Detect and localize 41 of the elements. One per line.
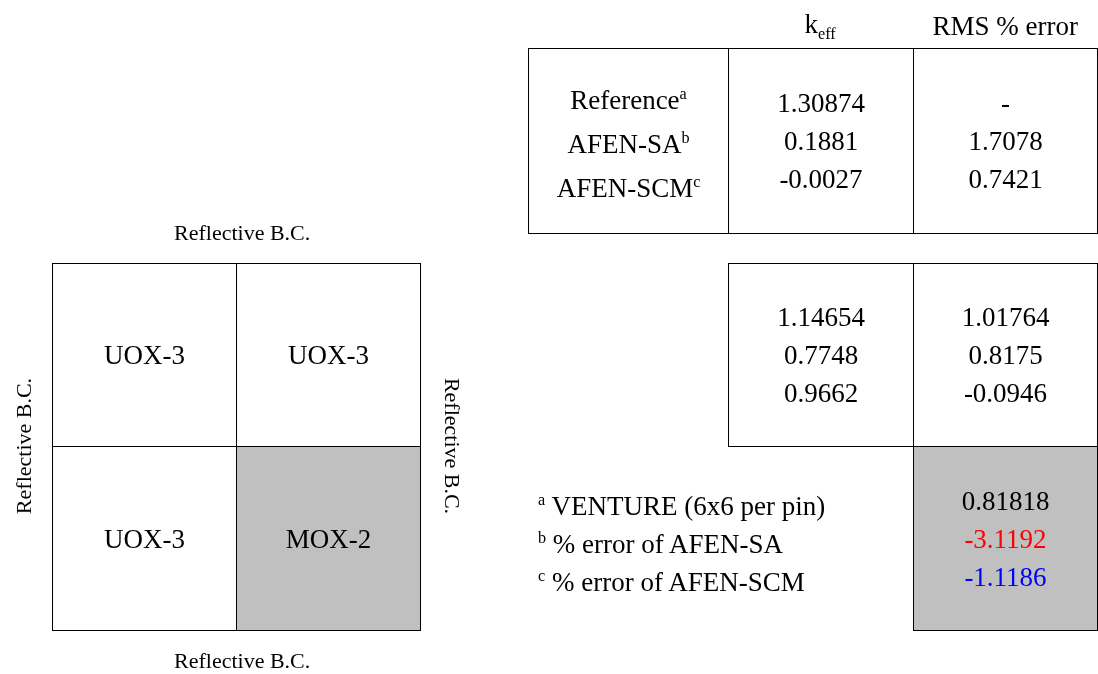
cell-text: 1.01764 (961, 301, 1050, 334)
footnote: $^{b}$ % error of AFEN-SA (538, 528, 784, 560)
cell-text: UOX-3 (104, 522, 185, 556)
column-header: RMS % error (932, 10, 1078, 42)
cell-text: 0.9662 (783, 377, 859, 410)
cell-text: UOX-3 (104, 339, 185, 372)
table-cell (913, 48, 1098, 234)
boundary-label: Reflective B.C. (174, 647, 311, 674)
cell-text: UOX-3 (288, 339, 369, 372)
cell-text: AFEN-SA$^{b}$ (567, 128, 690, 161)
cell-text: 0.8175 (968, 339, 1043, 372)
cell-text: 0.1881 (783, 125, 859, 158)
table-cell (728, 48, 914, 234)
assembly-quadrant (52, 446, 237, 631)
assembly-quadrant (52, 263, 237, 447)
cell-text: 0.7421 (968, 163, 1043, 196)
footnote: $^{a}$ VENTURE (6x6 per pin) (538, 490, 826, 522)
cell-text: -1.1186 (964, 560, 1047, 594)
cell-text: 1.7078 (968, 125, 1043, 158)
cell-text: 1.30874 (777, 87, 865, 120)
boundary-label: Reflective B.C. (439, 377, 467, 515)
cell-text: - (1001, 87, 1010, 120)
cell-text: MOX-2 (285, 522, 372, 556)
cell-text: -0.0027 (779, 163, 863, 196)
assembly-quadrant (236, 446, 421, 631)
boundary-label: Reflective B.C. (174, 219, 311, 247)
cell-text: 0.81818 (961, 484, 1050, 518)
cell-text: AFEN-SCM$^{c}$ (556, 172, 701, 205)
table-cell (528, 48, 729, 234)
assembly-quadrant (236, 263, 421, 447)
cell-text: 1.14654 (777, 301, 865, 334)
cell-text: 0.7748 (783, 339, 859, 372)
table-cell (913, 446, 1098, 631)
cell-text: Reference$^{a}$ (570, 84, 687, 117)
boundary-label: Reflective B.C. (10, 377, 38, 515)
footnote: $^{c}$ % error of AFEN-SCM (538, 566, 805, 598)
table-cell (913, 263, 1098, 447)
cell-text: -3.1192 (964, 522, 1047, 556)
table-cell (728, 263, 914, 447)
cell-text: -0.0946 (963, 377, 1048, 410)
column-header: k$_{eff}$ (804, 8, 836, 46)
